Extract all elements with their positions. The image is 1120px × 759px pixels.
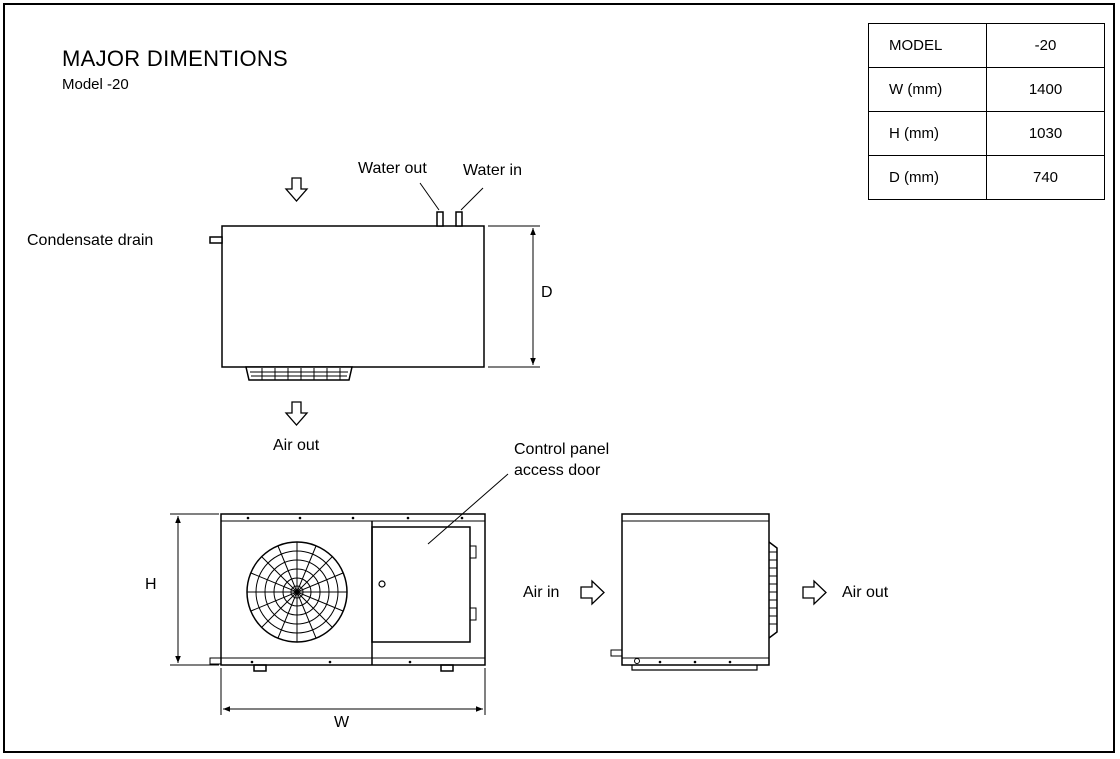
top-view-body [221, 225, 485, 368]
table-row: MODEL -20 [868, 23, 1105, 68]
drawing-frame [3, 3, 1115, 753]
air-out-down-arrow-icon [284, 401, 309, 426]
door-handle [378, 580, 386, 588]
fan-grille-icon [246, 541, 348, 643]
side-coil [768, 541, 778, 639]
dimension-w-label: W [334, 714, 350, 731]
front-view [170, 473, 509, 715]
side-view [610, 513, 778, 671]
table-row: W (mm) 1400 [868, 67, 1105, 112]
table-cell-value: 1400 [986, 67, 1105, 112]
side-view-body [621, 513, 770, 666]
condensate-drain-label: Condensate drain [27, 232, 154, 249]
dimension-d-label: D [541, 284, 553, 301]
control-panel-leader [427, 473, 509, 545]
top-fan-grille [245, 366, 353, 381]
page-title: MAJOR DIMENTIONS [62, 46, 289, 71]
table-cell-key: W (mm) [868, 67, 987, 112]
air-in-right-arrow-icon [580, 579, 605, 606]
table-cell-key: D (mm) [868, 155, 987, 200]
air-out-side-label: Air out [842, 584, 889, 601]
water-out-pipe [436, 211, 444, 227]
table-cell-key: MODEL [868, 23, 987, 68]
dimensions-table: MODEL -20 W (mm) 1400 H (mm) 1030 D (mm)… [868, 23, 1105, 200]
control-panel-label-line2: access door [514, 462, 601, 479]
water-in-pipe [455, 211, 463, 227]
air-in-down-arrow-icon [284, 177, 309, 202]
table-row: D (mm) 740 [868, 155, 1105, 200]
air-in-label: Air in [523, 584, 560, 601]
table-cell-value: 740 [986, 155, 1105, 200]
water-out-label: Water out [358, 160, 427, 177]
top-view [209, 182, 540, 381]
control-panel-label-line1: Control panel [514, 441, 610, 458]
table-cell-value: 1030 [986, 111, 1105, 156]
front-view-body [220, 513, 486, 666]
water-out-leader [419, 182, 440, 211]
air-out-top-label: Air out [273, 437, 320, 454]
control-panel-access-door [371, 526, 471, 643]
table-row: H (mm) 1030 [868, 111, 1105, 156]
model-subtitle: Model -20 [62, 76, 129, 93]
water-in-label: Water in [463, 162, 522, 179]
dimension-h-label: H [145, 576, 157, 593]
condensate-drain-pipe [209, 236, 223, 244]
water-in-leader [460, 187, 484, 211]
air-out-right-arrow-icon [802, 579, 827, 606]
